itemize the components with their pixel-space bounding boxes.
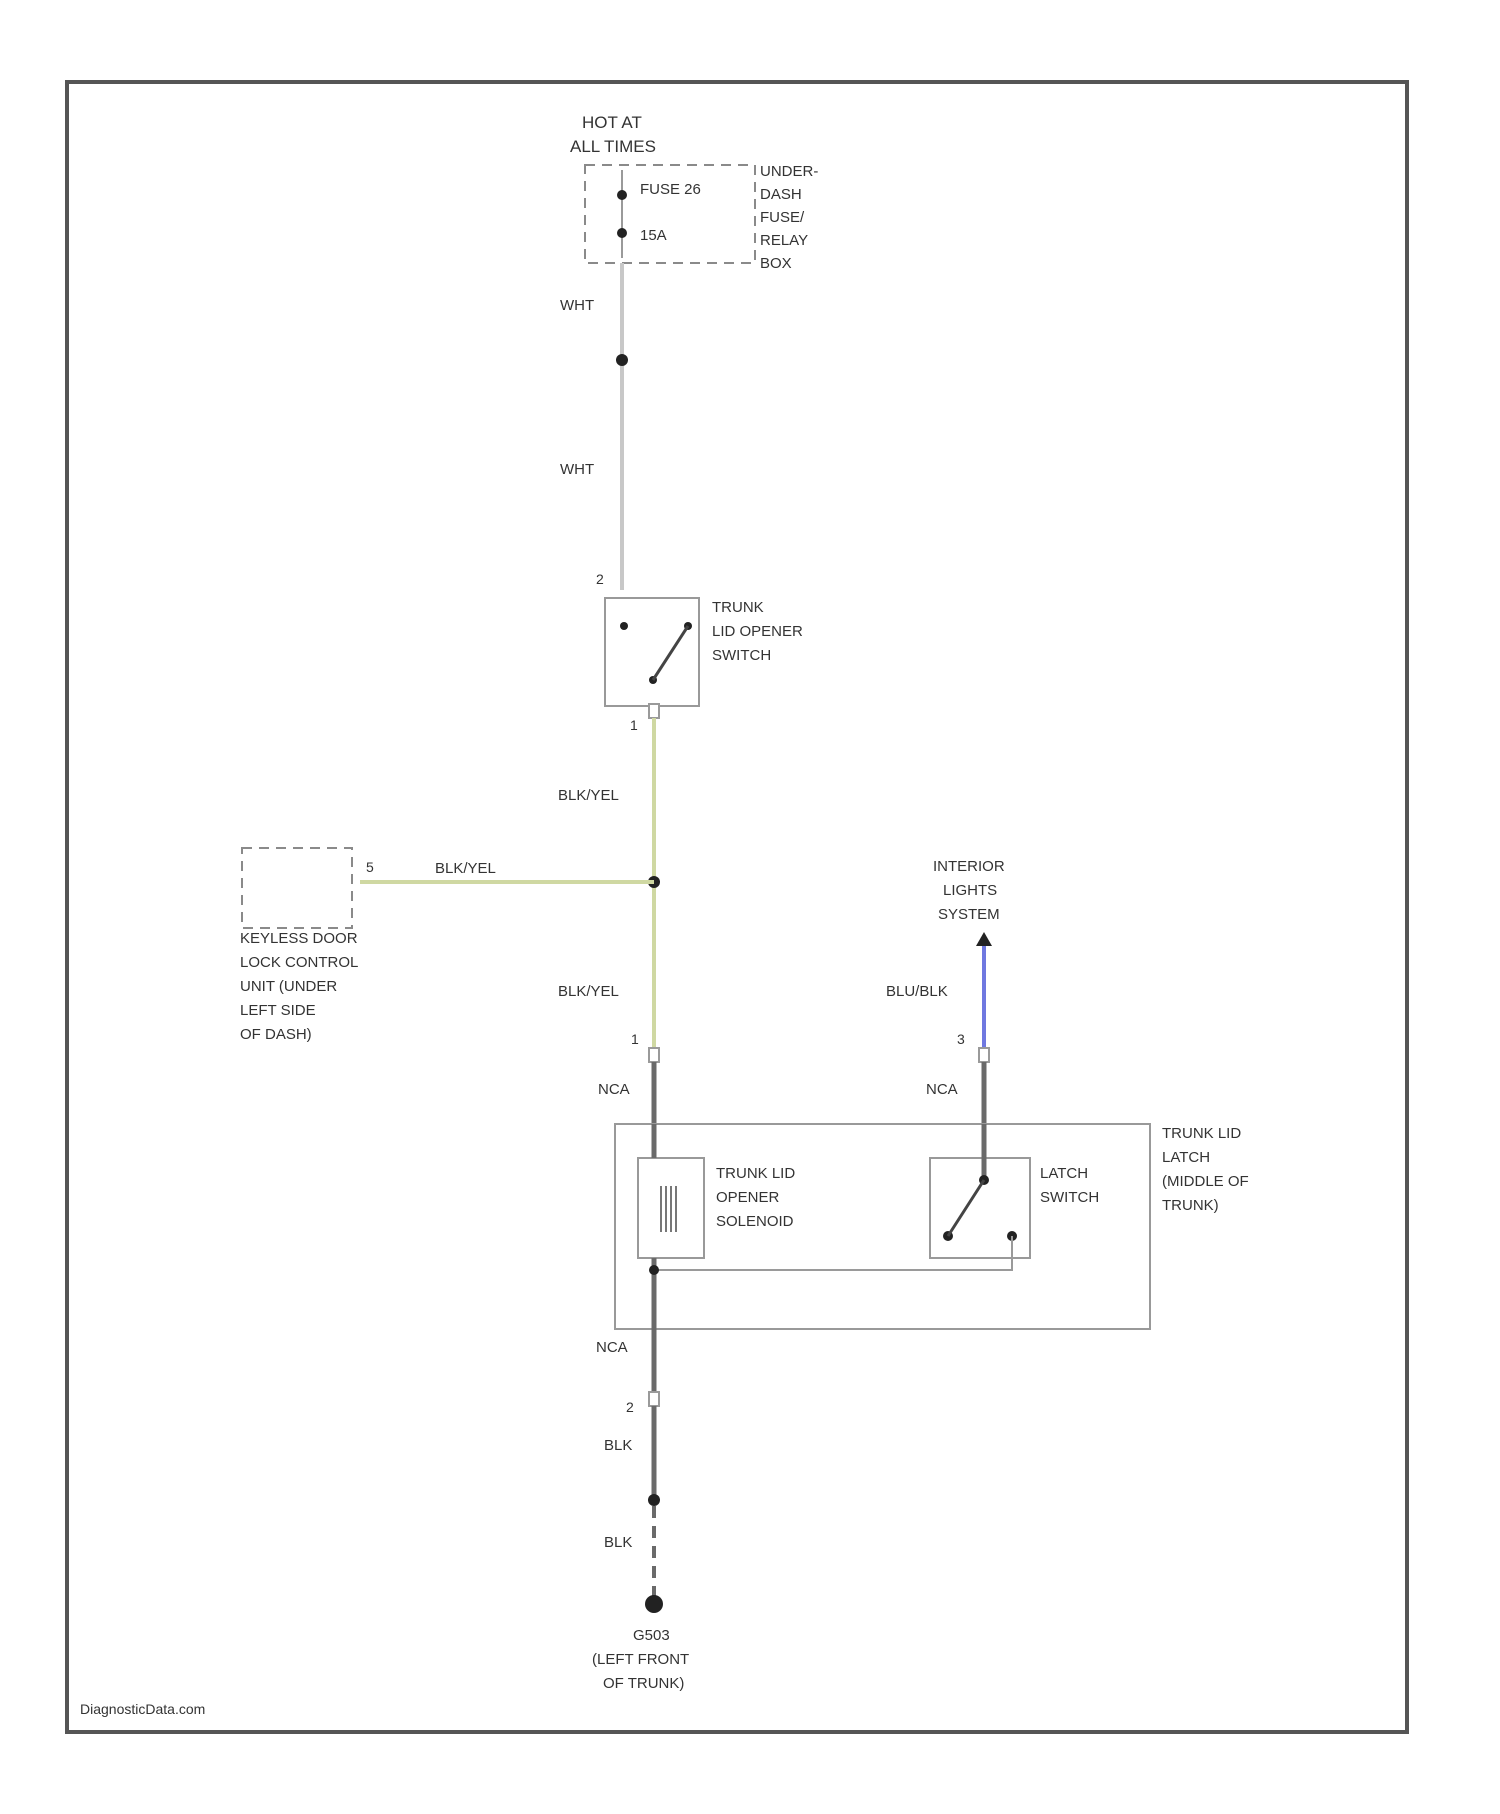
interior-lights-label-3: SYSTEM bbox=[938, 906, 1000, 923]
latch-switch-label-2: SWITCH bbox=[1040, 1189, 1099, 1206]
ground-label-3: OF TRUNK) bbox=[603, 1675, 684, 1692]
fuse-box-label-1: UNDER- bbox=[760, 163, 818, 180]
keyless-door-lock-control-unit[interactable] bbox=[242, 848, 352, 928]
keyless-label-5: OF DASH) bbox=[240, 1026, 312, 1043]
wire-label-wht-lower: WHT bbox=[560, 461, 594, 478]
switch-bottom-pin bbox=[649, 704, 659, 718]
latch-assembly-label-4: TRUNK) bbox=[1162, 1197, 1219, 1214]
wire-label-blublk: BLU/BLK bbox=[886, 983, 948, 1000]
latch-ground-link bbox=[654, 1236, 1012, 1270]
fuse-terminal-bottom bbox=[617, 228, 627, 238]
fuse-box-label-3: FUSE/ bbox=[760, 209, 805, 226]
wire-label-blkyel-upper: BLK/YEL bbox=[558, 787, 619, 804]
trunk-lid-opener-switch[interactable] bbox=[605, 598, 699, 706]
fuse-box-label-4: RELAY bbox=[760, 232, 808, 249]
splice-node-blk bbox=[648, 1494, 660, 1506]
pin-switch-bottom: 1 bbox=[630, 717, 638, 733]
interior-lights-label-1: INTERIOR bbox=[933, 858, 1005, 875]
opener-switch-label-2: LID OPENER bbox=[712, 623, 803, 640]
latch-assembly-label-1: TRUNK LID bbox=[1162, 1125, 1241, 1142]
fuse-box-label-2: DASH bbox=[760, 186, 802, 203]
splice-node-wht bbox=[616, 354, 628, 366]
interior-lights-label-2: LIGHTS bbox=[943, 882, 997, 899]
fuse-amperage: 15A bbox=[640, 227, 667, 244]
latch-switch[interactable] bbox=[930, 1158, 1030, 1258]
keyless-label-2: LOCK CONTROL bbox=[240, 954, 358, 971]
wire-label-blkyel-keyless: BLK/YEL bbox=[435, 860, 496, 877]
switch-arm bbox=[653, 626, 688, 680]
wire-label-nca-bottom: NCA bbox=[596, 1339, 628, 1356]
watermark: DiagnosticData.com bbox=[80, 1701, 205, 1717]
ground-label-2: (LEFT FRONT bbox=[592, 1651, 689, 1668]
solenoid-label-1: TRUNK LID bbox=[716, 1165, 795, 1182]
wire-label-nca-right: NCA bbox=[926, 1081, 958, 1098]
fuse-box-label-5: BOX bbox=[760, 255, 792, 272]
opener-switch-label-3: SWITCH bbox=[712, 647, 771, 664]
switch-contact-top bbox=[620, 622, 628, 630]
keyless-label-4: LEFT SIDE bbox=[240, 1002, 316, 1019]
pin-latch-out: 2 bbox=[626, 1399, 634, 1415]
wire-label-nca-left: NCA bbox=[598, 1081, 630, 1098]
latch-switch-arm bbox=[948, 1180, 984, 1236]
solenoid-label-2: OPENER bbox=[716, 1189, 780, 1206]
keyless-label-3: UNIT (UNDER bbox=[240, 978, 337, 995]
opener-switch-label-1: TRUNK bbox=[712, 599, 764, 616]
wire-label-blkyel-lower: BLK/YEL bbox=[558, 983, 619, 1000]
solenoid-label-3: SOLENOID bbox=[716, 1213, 794, 1230]
pin-switch-top: 2 bbox=[596, 571, 604, 587]
latch-output-pin bbox=[649, 1392, 659, 1406]
latch-connector-pin bbox=[979, 1048, 989, 1062]
pin-solenoid-in: 1 bbox=[631, 1031, 639, 1047]
solenoid-coil-icon bbox=[661, 1186, 676, 1232]
ground-label-1: G503 bbox=[633, 1627, 670, 1644]
hot-at-all-times-line2: ALL TIMES bbox=[570, 137, 656, 156]
trunk-lid-latch-assembly[interactable] bbox=[615, 1124, 1150, 1329]
under-dash-fuse-box bbox=[585, 165, 755, 263]
solenoid-connector-pin bbox=[649, 1048, 659, 1062]
latch-ground-node bbox=[649, 1265, 659, 1275]
keyless-label-1: KEYLESS DOOR bbox=[240, 930, 358, 947]
ground-icon bbox=[645, 1595, 663, 1613]
fuse-terminal-top bbox=[617, 190, 627, 200]
diagram-frame bbox=[67, 82, 1407, 1732]
interior-lights-arrow bbox=[976, 932, 992, 946]
wire-label-wht-upper: WHT bbox=[560, 297, 594, 314]
wire-label-blk-lower: BLK bbox=[604, 1534, 632, 1551]
latch-switch-label-1: LATCH bbox=[1040, 1165, 1088, 1182]
latch-assembly-label-3: (MIDDLE OF bbox=[1162, 1173, 1249, 1190]
latch-assembly-label-2: LATCH bbox=[1162, 1149, 1210, 1166]
pin-keyless: 5 bbox=[366, 859, 374, 875]
pin-latch-in: 3 bbox=[957, 1031, 965, 1047]
fuse-name: FUSE 26 bbox=[640, 181, 701, 198]
wire-label-blk-upper: BLK bbox=[604, 1437, 632, 1454]
hot-at-all-times-line1: HOT AT bbox=[582, 113, 642, 132]
